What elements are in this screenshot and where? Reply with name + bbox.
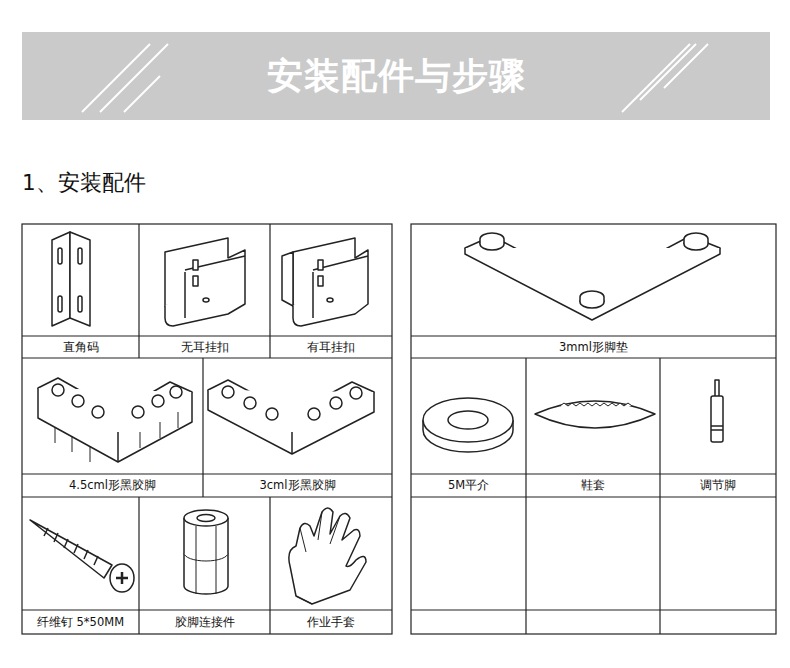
fiber-screw bbox=[30, 520, 134, 592]
hook-clip-plain bbox=[165, 238, 245, 326]
rubber-foot-small bbox=[208, 380, 374, 454]
hook-clip-eared bbox=[282, 238, 368, 326]
section-heading: 1、安装配件 bbox=[22, 163, 382, 201]
part-name: 5M平介 bbox=[411, 474, 526, 497]
part-name: 调节脚 bbox=[660, 474, 776, 497]
flat-washer bbox=[423, 398, 513, 452]
part-name: 3mml形脚垫 bbox=[411, 336, 776, 358]
page-title: 安装配件与步骤 bbox=[22, 32, 770, 120]
part-name: 3cml形黑胶脚 bbox=[203, 474, 392, 497]
part-name: 直角码 bbox=[22, 336, 139, 358]
part-name: 4.5cml形黑胶脚 bbox=[22, 474, 203, 497]
l-shaped-pad bbox=[465, 233, 720, 320]
angle-bracket bbox=[52, 232, 90, 326]
table-grid bbox=[22, 224, 776, 634]
part-name: 纤维钉 5*50MM bbox=[22, 610, 139, 634]
adjustable-foot bbox=[711, 380, 723, 442]
shoe-cover bbox=[535, 401, 655, 428]
part-name: 有耳挂扣 bbox=[270, 336, 392, 358]
part-name: 无耳挂扣 bbox=[139, 336, 270, 358]
rubber-foot-large bbox=[38, 378, 192, 462]
part-name: 鞋套 bbox=[526, 474, 660, 497]
foot-connector bbox=[184, 510, 228, 594]
work-glove bbox=[289, 508, 366, 604]
part-name: 作业手套 bbox=[270, 610, 392, 634]
part-name: 胶脚连接件 bbox=[139, 610, 270, 634]
title-banner bbox=[22, 32, 770, 120]
